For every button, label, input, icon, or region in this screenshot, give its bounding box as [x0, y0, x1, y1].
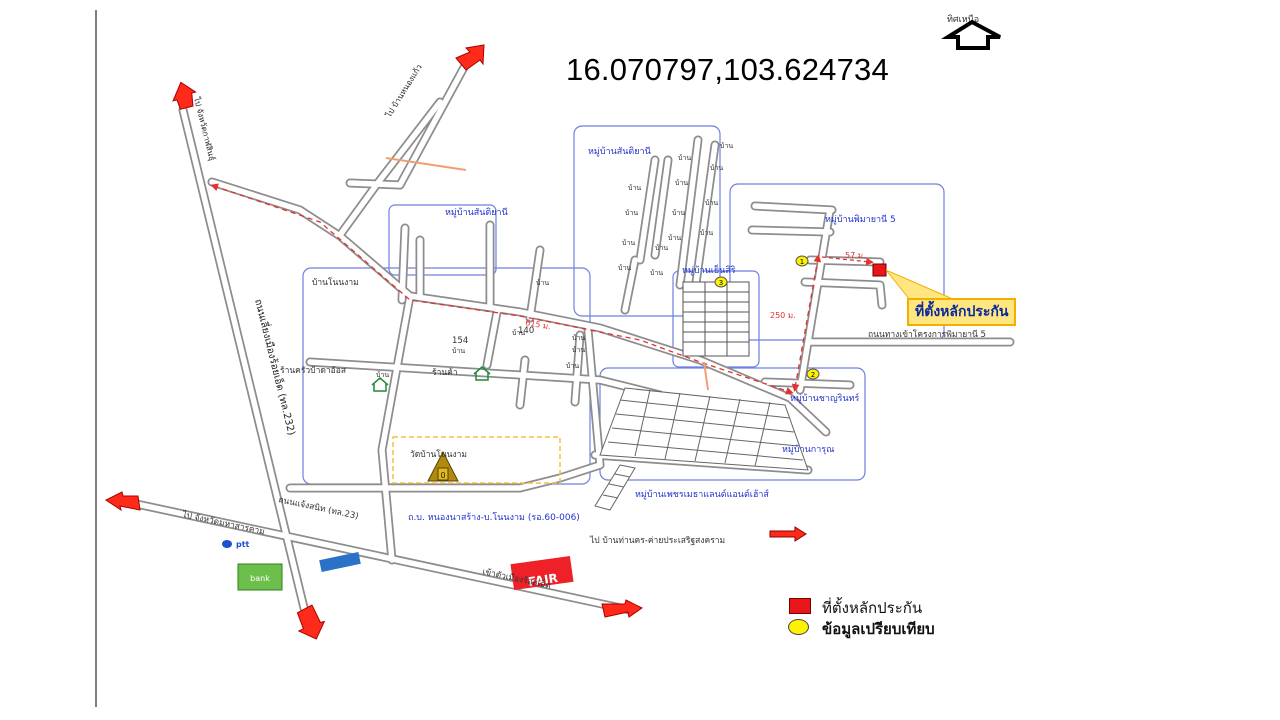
svg-text:บ้าน: บ้าน: [572, 334, 585, 342]
label-temple: วัดบ้านโนนงาม: [410, 449, 467, 460]
orange-road-segment: [385, 157, 467, 171]
svg-text:บ้าน: บ้าน: [628, 184, 641, 192]
svg-text:บ้าน: บ้าน: [452, 347, 465, 355]
fair-logo: FAIR: [510, 555, 574, 591]
label-village-santiyani: หมู่บ้านสันติยานี: [588, 146, 651, 157]
small-direction-arrow-icon: [769, 526, 807, 542]
label-distance-615: 615 ม.: [525, 318, 552, 331]
svg-text:บ้าน: บ้าน: [625, 209, 638, 217]
gps-coordinates: 16.070797,103.624734: [566, 52, 889, 87]
label-to-ban-nong-kaew: ไป บ้านหนองแก้ว: [384, 63, 424, 120]
store-logo: [319, 551, 361, 573]
route-distance-250: [791, 254, 822, 392]
svg-text:บ้าน: บ้าน: [536, 279, 549, 287]
legend-comparison-label: ข้อมูลเปรียบเทียบ: [822, 620, 935, 638]
house-icon: [371, 377, 389, 392]
svg-text:บ้าน: บ้าน: [566, 362, 579, 370]
house-marks: บ้าน บ้าน บ้าน บ้าน บ้าน บ้าน บ้าน บ้าน …: [376, 142, 733, 379]
label-house-140: 140: [518, 326, 534, 336]
svg-text:3: 3: [719, 279, 723, 287]
svg-text:bank: bank: [250, 574, 270, 583]
label-shop-2: ร้านค้า: [432, 367, 458, 378]
collateral-marker: [872, 263, 887, 277]
legend-comparison-swatch: [788, 619, 809, 635]
ptt-logo: ptt: [222, 540, 250, 549]
temple-boundary: [392, 436, 561, 484]
label-village-karuna: หมู่บ้านการุณ: [782, 444, 834, 455]
route-distance-615: [210, 183, 794, 395]
label-village-ruenrom: หมู่บ้านเย็นสิริ: [682, 263, 736, 276]
comparable-marker-1: 1: [795, 255, 809, 267]
bank-logo: bank: [237, 563, 283, 591]
legend-collateral-label: ที่ตั้งหลักประกัน: [822, 599, 923, 617]
label-village-charin: หมู่บ้านชาญรินทร์: [790, 392, 860, 404]
housing-grid-ruenrom: [682, 281, 750, 357]
north-arrow-icon: [941, 19, 1001, 50]
svg-text:บ้าน: บ้าน: [675, 179, 688, 187]
label-to-mahasarakham: ไป จังหวัดมหาสารคาม: [180, 509, 265, 537]
label-village-phimaiyani: หมู่บ้านพิมายานี 5: [825, 214, 896, 225]
svg-text:บ้าน: บ้าน: [572, 346, 585, 354]
label-shop-1: ร้านครัวป้าดาอ้อส: [280, 365, 347, 376]
direction-arrow-icon: [105, 44, 643, 640]
north-label: ทิศเหนือ: [947, 15, 980, 25]
label-village-santiyani-2: หมู่บ้านสันติยานี: [445, 207, 508, 218]
svg-text:ptt: ptt: [236, 540, 250, 549]
label-project-road: ถนนทางเข้าโครงการพิมายานี 5: [868, 329, 986, 340]
label-village-nonngam: บ้านโนนงาม: [312, 277, 359, 288]
comparable-marker-2: 2: [806, 368, 820, 380]
label-village-phet: หมู่บ้านเพชรเมธาแลนด์แอนด์เฮ้าส์: [635, 488, 769, 500]
housing-grid-phet: [594, 464, 636, 511]
svg-text:0: 0: [440, 471, 445, 480]
left-border-line: [95, 10, 97, 707]
temple-icon: 0: [427, 450, 459, 482]
svg-text:บ้าน: บ้าน: [672, 209, 685, 217]
legend-collateral-swatch: [789, 598, 811, 614]
svg-text:บ้าน: บ้าน: [376, 371, 389, 379]
svg-text:บ้าน: บ้าน: [700, 229, 713, 237]
callout-pointer: [885, 269, 956, 301]
svg-text:บ้าน: บ้าน: [650, 269, 663, 277]
label-house-154: 154: [452, 336, 468, 346]
label-distance-250: 250 ม.: [770, 311, 796, 320]
svg-text:บ้าน: บ้าน: [668, 234, 681, 242]
svg-text:บ้าน: บ้าน: [618, 264, 631, 272]
house-icon: [473, 366, 491, 381]
svg-text:บ้าน: บ้าน: [678, 154, 691, 162]
svg-text:บ้าน: บ้าน: [622, 239, 635, 247]
label-to-ban-tha-khong: ไป บ้านท่านคร-ค่ายประเสริฐสงคราม: [589, 535, 725, 546]
svg-text:1: 1: [800, 258, 804, 266]
route-distance-57: [821, 256, 874, 266]
label-distance-57: 57 ม.: [845, 251, 866, 260]
label-district-road: ถ.บ. หนองนาสร้าง-บ.โนนงาม (รอ.60-006): [408, 512, 580, 523]
svg-text:บ้าน: บ้าน: [705, 199, 718, 207]
svg-text:บ้าน: บ้าน: [720, 142, 733, 150]
housing-grid-charin: [599, 387, 809, 471]
collateral-callout: ที่ตั้งหลักประกัน: [907, 298, 1017, 326]
svg-text:FAIR: FAIR: [527, 571, 558, 589]
svg-text:บ้าน: บ้าน: [512, 329, 525, 337]
svg-text:2: 2: [811, 371, 815, 379]
comparable-marker-3: 3: [714, 276, 728, 288]
label-chaeng-sanit-road: ถนนแจ้งสนิท (ทล.23): [277, 494, 359, 522]
svg-text:บ้าน: บ้าน: [655, 244, 668, 252]
svg-text:บ้าน: บ้าน: [710, 164, 723, 172]
